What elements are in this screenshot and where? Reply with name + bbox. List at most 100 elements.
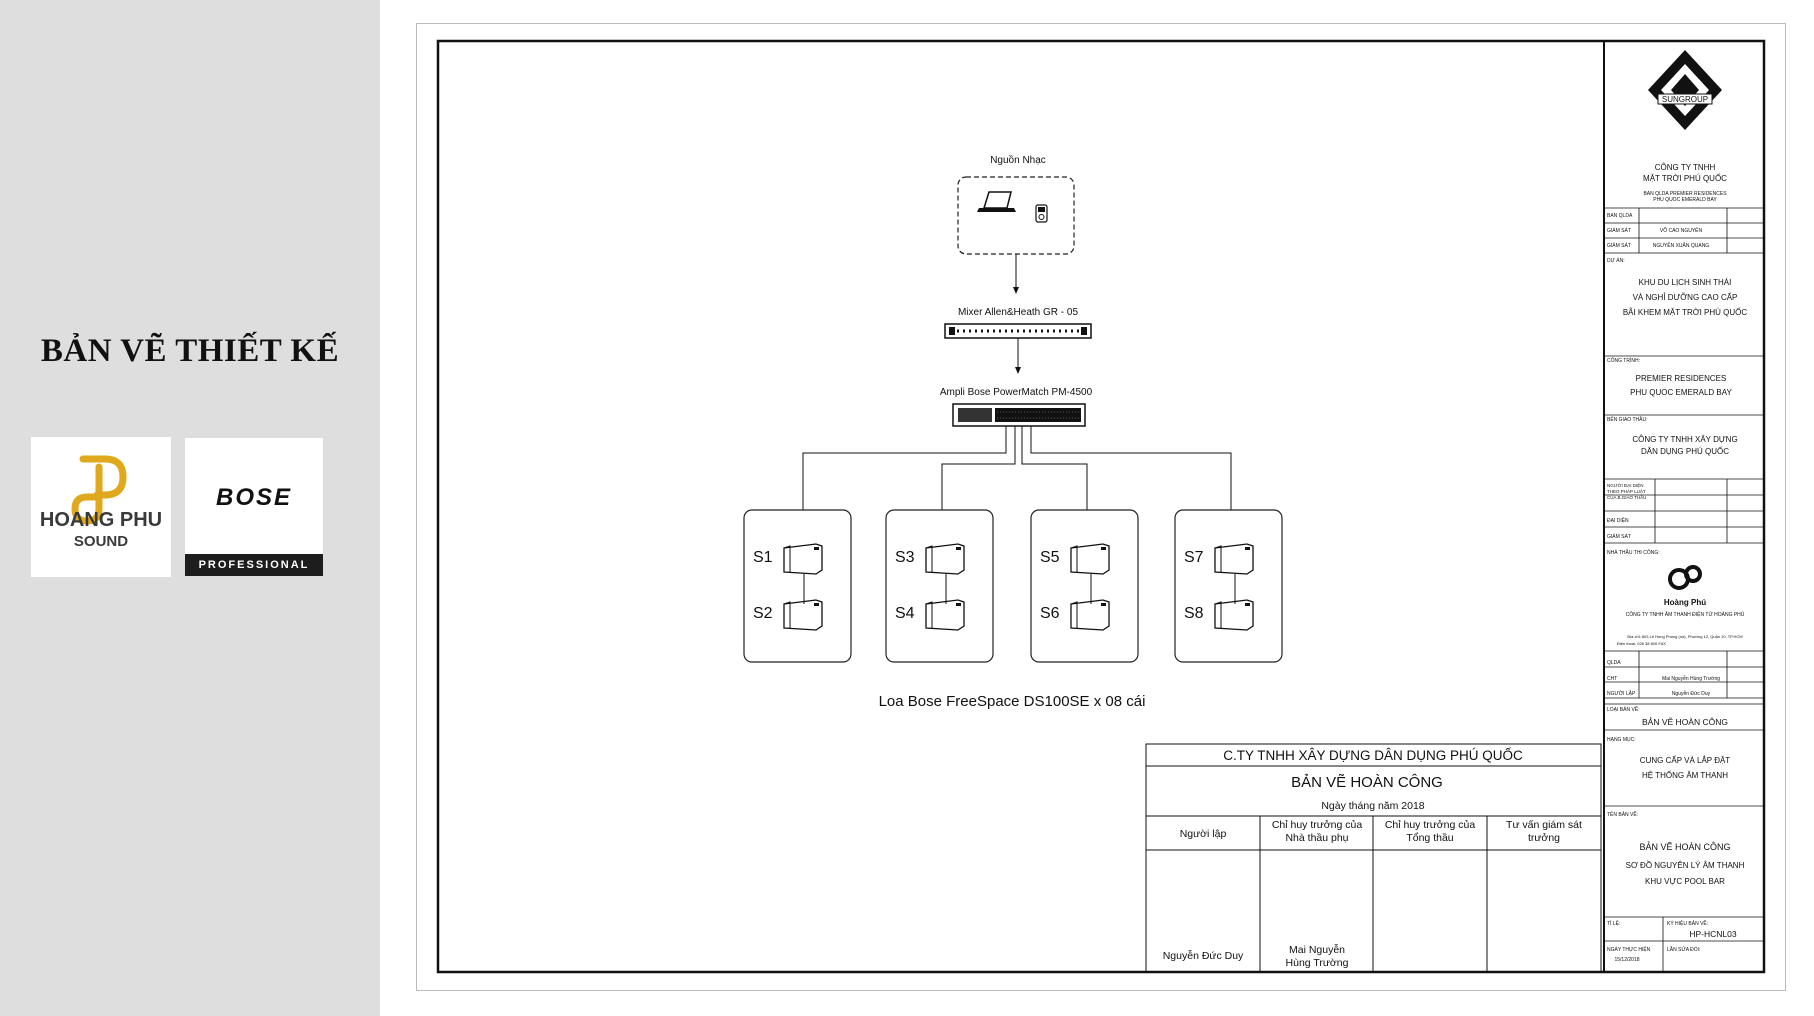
speaker-label: S3 <box>895 549 915 566</box>
speaker-group-box <box>1174 509 1283 663</box>
owner-company-1: CÔNG TY TNHH <box>1655 163 1716 172</box>
contractor-company: CÔNG TY TNHH ÂM THANH ĐIỆN TỬ HOÀNG PHÚ <box>1626 610 1745 618</box>
right-info-panel <box>1603 40 1765 973</box>
mixer-label: Mixer Allen&Heath GR - 05 <box>958 307 1078 318</box>
speaker-group-box <box>885 509 994 663</box>
contractor-address: Địa chỉ: 803 Lê Hồng Phong (nd), Phường … <box>1627 634 1742 639</box>
speaker-icon <box>783 543 823 575</box>
project-3: BÃI KHEM MẶT TRỜI PHÚ QUỐC <box>1623 307 1748 317</box>
arrow-icon <box>1013 287 1019 294</box>
speaker-label: S5 <box>1040 549 1060 566</box>
label-giam-sat-1: GIÁM SÁT <box>1607 227 1631 234</box>
speaker-icon <box>1214 543 1254 575</box>
speaker-icon <box>1070 543 1110 575</box>
col-consultant-a: Tư vấn giám sát <box>1506 819 1582 831</box>
speaker-icon <box>1070 599 1110 631</box>
date-line: Ngày tháng năm 2018 <box>1321 800 1424 812</box>
owner-sub-1: BAN QLDA PREMIER RESIDENCES <box>1643 191 1727 197</box>
col-subcontractor-b: Nhà thầu phụ <box>1285 832 1348 844</box>
contractor-company: C.TY TNHH XÂY DỰNG DÂN DỤNG PHÚ QUỐC <box>1223 748 1523 763</box>
drawing-sheet: Nguồn Nhạc Mixer Allen&Heath GR - 05 Amp… <box>416 23 1786 991</box>
label-ti-le: TỈ LỆ: <box>1607 919 1620 927</box>
laptop-icon <box>977 191 1016 212</box>
sungroup-wordmark: SUNGROUP <box>1662 95 1708 104</box>
speaker-label: S7 <box>1184 549 1204 566</box>
label-ban-qlda: BAN QLDA <box>1607 213 1633 219</box>
item-1: CUNG CẤP VÀ LẮP ĐẶT <box>1640 755 1731 765</box>
speaker-caption: Loa Bose FreeSpace DS100SE x 08 cái <box>879 693 1146 710</box>
project-2: VÀ NGHỈ DƯỠNG CAO CẤP <box>1633 292 1738 302</box>
col-general-b: Tổng thầu <box>1406 832 1453 844</box>
speaker-group-box <box>743 509 852 663</box>
contractor-brand: Hoàng Phú <box>1664 598 1706 607</box>
drawing-frame <box>436 39 1766 974</box>
label-cht: CHT <box>1607 676 1617 682</box>
col-consultant-b: trưởng <box>1528 832 1560 844</box>
sidebar: BẢN VẼ THIẾT KẾ HOANG PHU SOUND BOSE PRO… <box>0 0 380 1016</box>
speaker-icon <box>1214 599 1254 631</box>
title-block <box>1145 743 1602 973</box>
supervisor-1: VÕ CAO NGUYÊN <box>1660 226 1703 234</box>
label-legal-rep-3: CỦA B.GIAO THẦU <box>1607 494 1646 500</box>
employer-2: DÂN DỤNG PHÚ QUỐC <box>1641 446 1729 456</box>
drawing-name-2: SƠ ĐỒ NGUYÊN LÝ ÂM THANH <box>1626 860 1745 870</box>
label-cong-trinh: CÔNG TRÌNH: <box>1607 357 1640 364</box>
label-du-an: DỰ ÁN: <box>1607 257 1625 264</box>
label-giam-sat-3: GIÁM SÁT <box>1607 533 1631 540</box>
sungroup-logo-icon <box>1648 50 1722 130</box>
owner-sub-2: PHU QUOC EMERALD BAY <box>1653 197 1717 203</box>
speaker-wiring <box>802 426 1232 510</box>
label-hang-muc: HẠNG MỤC: <box>1607 737 1636 743</box>
drawing-type: BẢN VẼ HOÀN CÔNG <box>1642 716 1728 727</box>
speaker-label: S4 <box>895 605 915 622</box>
drawing-svg: Nguồn Nhạc Mixer Allen&Heath GR - 05 Amp… <box>436 39 1766 974</box>
execution-date: 15/12/2018 <box>1614 957 1639 963</box>
music-player-icon <box>1035 204 1048 223</box>
speaker-icon <box>925 599 965 631</box>
amplifier-device-icon <box>952 403 1086 427</box>
sidebar-title: BẢN VẼ THIẾT KẾ <box>40 333 340 369</box>
mixer-device-icon <box>944 323 1092 339</box>
label-ten-ban-ve: TÊN BẢN VẼ: <box>1607 810 1638 818</box>
employer-1: CÔNG TY TNHH XÂY DỰNG <box>1632 435 1737 444</box>
label-legal-rep-1: NGƯỜI ĐẠI DIỆN <box>1607 481 1643 488</box>
hp-logo-tagline: SOUND <box>73 533 129 550</box>
col-subcontractor-a: Chỉ huy trưởng của <box>1272 819 1363 831</box>
hoang-phu-logo: HOANG PHU SOUND <box>31 437 171 577</box>
label-ky-hieu: KÝ HIỆU BẢN VẼ: <box>1667 919 1708 927</box>
cht-name: Mai Nguyễn Hùng Trường <box>1662 675 1720 682</box>
drawing-name-1: BẢN VẼ HOÀN CÔNG <box>1639 841 1730 852</box>
creator-name: Nguyễn Đức Duy <box>1672 690 1711 697</box>
drawing-code: HP-HCNL03 <box>1689 929 1737 939</box>
label-qlda: QLDA <box>1607 660 1621 666</box>
work-2: PHU QUOC EMERALD BAY <box>1630 388 1732 397</box>
project-1: KHU DU LỊCH SINH THÁI <box>1639 278 1732 287</box>
label-loai-ban-ve: LOẠI BẢN VẼ: <box>1607 706 1640 713</box>
amp-label: Ampli Bose PowerMatch PM-4500 <box>940 387 1093 398</box>
col-general-a: Chỉ huy trưởng của <box>1385 819 1476 831</box>
as-built-title: BẢN VẼ HOÀN CÔNG <box>1291 774 1443 791</box>
speaker-icon <box>783 599 823 631</box>
signature-creator: Nguyễn Đức Duy <box>1163 949 1244 962</box>
label-nguoi-lap: NGƯỜI LẬP <box>1607 690 1636 697</box>
speaker-label: S1 <box>753 549 773 566</box>
signature-sub-a: Mai Nguyễn <box>1289 943 1345 956</box>
col-creator: Người lập <box>1180 828 1227 840</box>
label-dai-dien: ĐẠI DIỆN <box>1607 516 1629 524</box>
speaker-label: S8 <box>1184 605 1204 622</box>
work-1: PREMIER RESIDENCES <box>1636 374 1727 383</box>
label-legal-rep-2: THEO PHÁP LUẬT <box>1607 488 1646 494</box>
speaker-label: S6 <box>1040 605 1060 622</box>
contractor-phone: Điện thoại: 028 38 600 FAX <box>1617 641 1666 646</box>
bose-wordmark: BOSE <box>215 484 292 511</box>
label-ngay-thuc-hien: NGÀY THỰC HIỆN <box>1607 945 1651 953</box>
supervisor-2: NGUYỄN XUÂN QUANG <box>1653 242 1710 249</box>
drawing-name-3: KHU VỰC POOL BAR <box>1645 877 1725 886</box>
label-lan-sua-doi: LẦN SỬA ĐỔI: <box>1667 946 1700 953</box>
music-source-box <box>957 176 1075 255</box>
speaker-label: S2 <box>753 605 773 622</box>
